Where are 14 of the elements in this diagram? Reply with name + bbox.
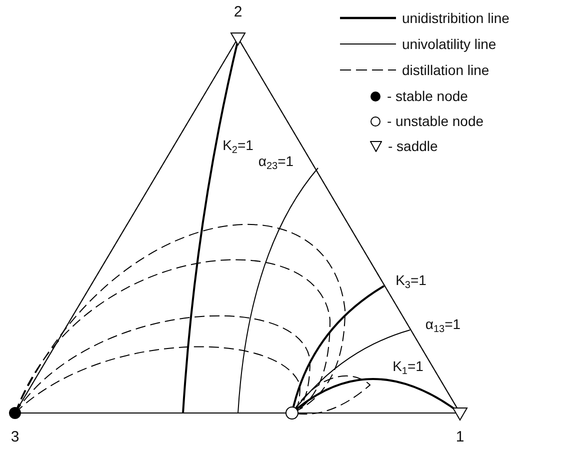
curve-label: K$_{3}$=1 xyxy=(396,273,426,291)
vertex-label: 2 xyxy=(234,4,242,20)
curve-label: K$_{2}$=1 xyxy=(222,138,254,156)
vertex-label: 1 xyxy=(456,430,464,444)
legend-text: distillation line xyxy=(402,62,490,78)
legend-text: univolatility line xyxy=(402,36,496,52)
legend-text: - unstable node xyxy=(387,113,484,129)
legend-text: - saddle xyxy=(388,138,438,154)
curve-label: α$_{23}$=1 xyxy=(258,154,294,172)
legend-text: unidistribition line xyxy=(402,10,510,26)
vertex-label: 3 xyxy=(10,430,20,444)
legend-text: - stable node xyxy=(387,88,468,104)
curve-label: α$_{13}$=1 xyxy=(425,317,461,335)
curve-label: K$_{1}$=1 xyxy=(392,359,424,377)
